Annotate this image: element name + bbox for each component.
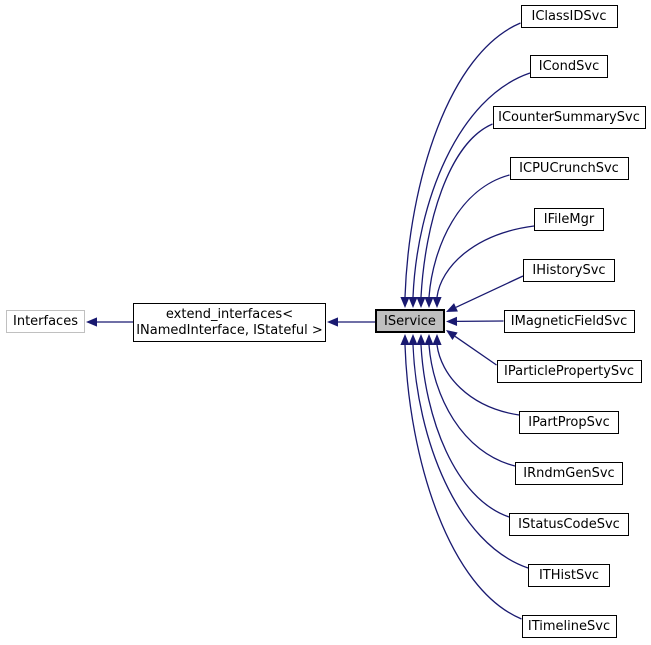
node-itimelinesvc[interactable]: ITimelineSvc — [521, 614, 617, 638]
edge-icondsvc — [412, 72, 531, 298]
node-ihistorysvc[interactable]: IHistorySvc — [523, 258, 615, 282]
edge-itimelinesvc — [404, 344, 522, 620]
node-irndmgensvc[interactable]: IRndmGenSvc — [515, 461, 623, 485]
edge-irndmgensvc — [428, 344, 516, 467]
edge-iclassidsvc — [404, 22, 521, 298]
edge-interfaces-arrowhead — [86, 317, 97, 327]
node-label: INamedInterface, IStateful > — [136, 322, 323, 338]
node-ithistsvc[interactable]: ITHistSvc — [528, 563, 610, 587]
edge-imagneticfieldsvc-arrowhead — [446, 316, 458, 327]
edge-ipartpropsvc — [436, 344, 520, 416]
edge-iparticlepropertysvc-arrowhead — [446, 330, 458, 341]
node-label: IRndmGenSvc — [523, 465, 615, 481]
edge-icondsvc-arrowhead — [408, 297, 418, 308]
node-label: IStatusCodeSvc — [518, 516, 620, 532]
edge-ifilemgr-arrowhead — [432, 297, 442, 308]
node-label: IHistorySvc — [532, 262, 606, 278]
edge-icountersummarysvc — [420, 123, 493, 298]
node-label: IClassIDSvc — [531, 8, 607, 24]
edge-ithistsvc — [412, 344, 529, 569]
node-ifilemgr[interactable]: IFileMgr — [534, 207, 604, 231]
node-iclassidsvc[interactable]: IClassIDSvc — [520, 4, 618, 28]
node-label: ITHistSvc — [538, 567, 600, 583]
edge-iservice-arrowhead — [327, 317, 338, 327]
node-interfaces[interactable]: Interfaces — [6, 310, 85, 333]
node-imagneticfieldsvc[interactable]: IMagneticFieldSvc — [503, 309, 635, 333]
edge-icpucrunchsvc-arrowhead — [424, 297, 434, 308]
node-label: ICondSvc — [538, 58, 600, 74]
edge-itimelinesvc-arrowhead — [400, 334, 410, 345]
node-label: ICPUCrunchSvc — [519, 160, 619, 176]
node-label: IFileMgr — [543, 211, 595, 227]
node-iparticlepropertysvc[interactable]: IParticlePropertySvc — [496, 359, 642, 383]
node-label: IService — [384, 313, 436, 329]
edge-ithistsvc-arrowhead — [408, 334, 418, 345]
node-label: IMagneticFieldSvc — [510, 313, 628, 329]
edge-icountersummarysvc-arrowhead — [416, 297, 426, 308]
node-icountersummarysvc[interactable]: ICounterSummarySvc — [492, 105, 646, 129]
node-label: ICounterSummarySvc — [498, 109, 640, 125]
edge-ipartpropsvc-arrowhead — [432, 334, 442, 345]
edge-ihistorysvc — [455, 275, 524, 308]
node-label: Interfaces — [13, 314, 78, 329]
edge-ifilemgr — [436, 225, 535, 298]
edge-istatuscodesvc-arrowhead — [416, 334, 426, 345]
edge-istatuscodesvc — [420, 344, 510, 518]
node-label: ITimelineSvc — [527, 618, 611, 634]
node-label: extend_interfaces< — [165, 306, 294, 322]
edge-iclassidsvc-arrowhead — [400, 297, 410, 308]
node-iservice[interactable]: IService — [375, 309, 445, 333]
node-extend-interfaces[interactable]: extend_interfaces<INamedInterface, IStat… — [133, 303, 326, 342]
edge-ihistorysvc-arrowhead — [446, 303, 458, 312]
node-icpucrunchsvc[interactable]: ICPUCrunchSvc — [509, 156, 629, 180]
node-icondsvc[interactable]: ICondSvc — [530, 54, 608, 78]
edge-irndmgensvc-arrowhead — [424, 334, 434, 345]
node-ipartpropsvc[interactable]: IPartPropSvc — [519, 410, 619, 434]
node-label: IPartPropSvc — [528, 414, 610, 430]
edge-iparticlepropertysvc — [454, 335, 497, 366]
node-label: IParticlePropertySvc — [504, 363, 634, 379]
node-istatuscodesvc[interactable]: IStatusCodeSvc — [509, 512, 629, 536]
edge-icpucrunchsvc — [428, 174, 510, 298]
